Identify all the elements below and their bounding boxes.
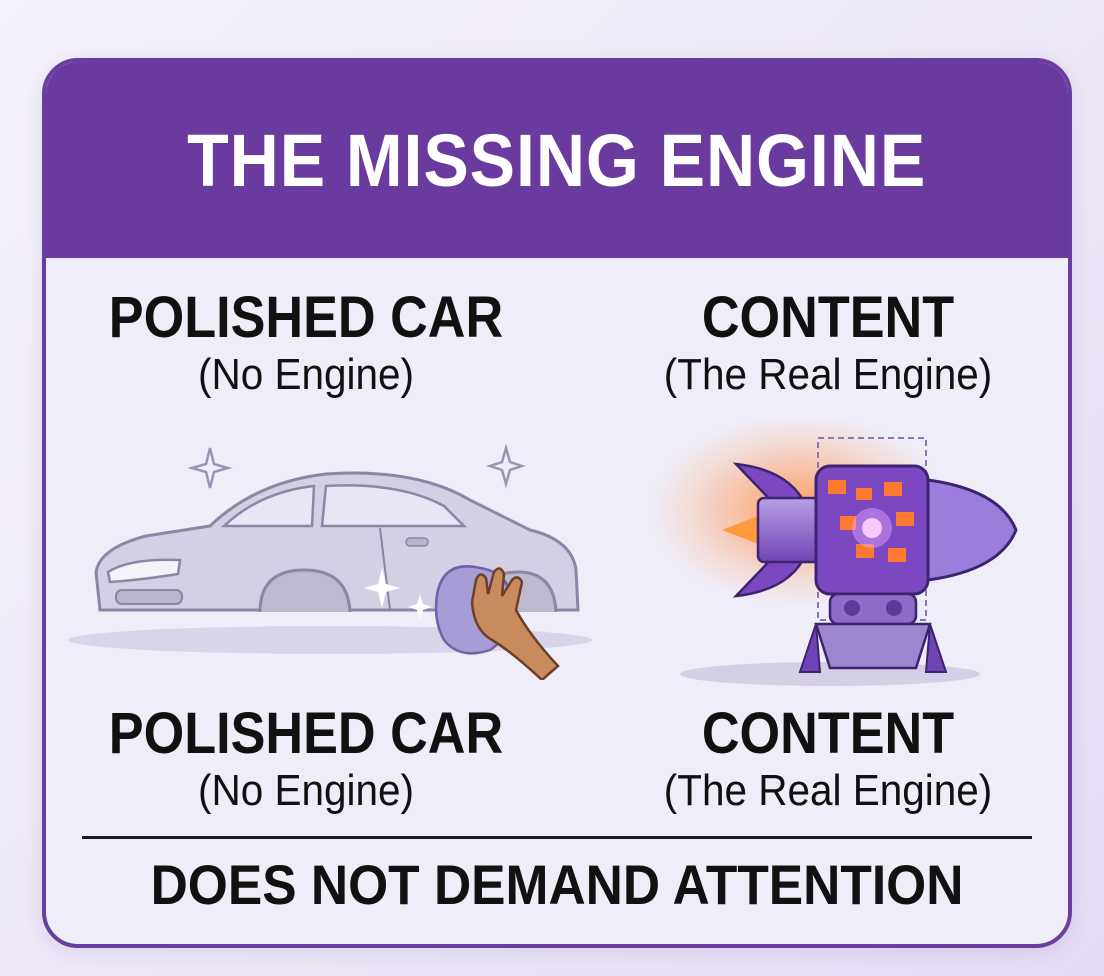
- left-heading-main: POLISHED CAR: [108, 285, 504, 350]
- jet-engine-icon: [640, 415, 1020, 695]
- right-heading-sub: (The Real Engine): [663, 350, 993, 399]
- missing-engine-card: THE MISSING ENGINE POLISHED CAR (No Engi…: [42, 58, 1072, 948]
- left-bottom-main: POLISHED CAR: [108, 701, 504, 766]
- left-heading-sub: (No Engine): [198, 350, 414, 399]
- left-bottom-sub: (No Engine): [198, 766, 414, 815]
- footer-divider: [82, 836, 1032, 839]
- left-top-heading: POLISHED CAR (No Engine): [76, 286, 536, 400]
- footer-caption: DOES NOT DEMAND ATTENTION: [150, 853, 964, 916]
- title-banner: THE MISSING ENGINE: [46, 62, 1068, 258]
- left-bottom-heading: POLISHED CAR (No Engine): [76, 702, 536, 816]
- right-bottom-heading: CONTENT (The Real Engine): [598, 702, 1058, 816]
- page-title: THE MISSING ENGINE: [187, 118, 927, 202]
- right-top-heading: CONTENT (The Real Engine): [598, 286, 1058, 400]
- right-bottom-sub: (The Real Engine): [663, 766, 993, 815]
- polished-car-icon: [60, 440, 600, 685]
- right-bottom-main: CONTENT: [701, 701, 955, 766]
- right-heading-main: CONTENT: [701, 285, 955, 350]
